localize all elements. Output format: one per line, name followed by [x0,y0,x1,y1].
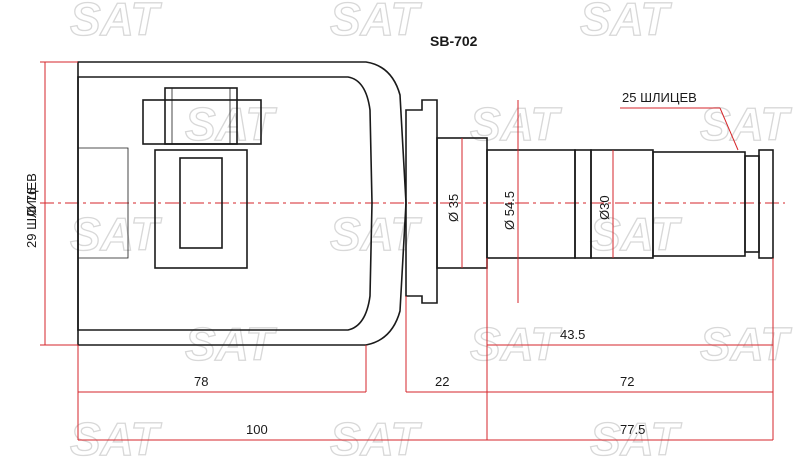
dia-30-label: Ø30 [597,195,612,220]
dim-100: 100 [246,422,268,437]
dia-54-5-label: Ø 54.5 [502,191,517,230]
dia-35-label: Ø 35 [446,194,461,222]
splined-shaft [486,149,774,259]
watermark: SAT [590,208,682,260]
watermark: SAT [70,208,162,260]
dim-72: 72 [620,374,634,389]
watermark: SAT [185,98,277,150]
dim-78: 78 [194,374,208,389]
watermark: SAT [330,208,422,260]
watermark: SAT [70,413,162,465]
watermark-group: SAT SAT SAT SAT SAT SAT SAT SAT SAT SAT … [69,0,793,465]
watermark: SAT [330,413,422,465]
dim-22: 22 [435,374,449,389]
watermark: SAT [185,318,277,370]
watermark: SAT [70,0,162,45]
watermark: SAT [590,413,682,465]
part-number-title: SB-702 [430,33,478,49]
watermark: SAT [470,318,562,370]
inner-splines-label: 25 ШЛИЦЕВ [622,90,697,105]
outer-housing [77,61,407,346]
dim-43-5: 43.5 [560,327,585,342]
watermark: SAT [470,98,562,150]
dimension-lines [40,61,774,441]
outer-splines-label: 29 ШЛИЦЕВ [24,173,39,248]
watermark: SAT [330,0,422,45]
watermark: SAT [700,98,792,150]
dim-77-5: 77.5 [620,422,645,437]
watermark: SAT [700,318,792,370]
inner-assembly [142,87,262,269]
outer-diameter-label: Ø 76 [24,188,39,216]
watermark: SAT [580,0,672,45]
